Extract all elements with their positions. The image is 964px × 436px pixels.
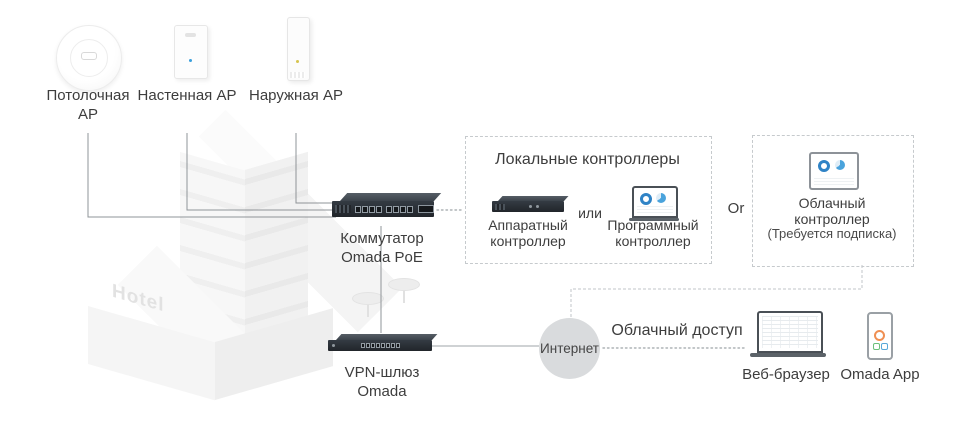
- cloud-controller-note: (Требуется подписка): [767, 226, 897, 241]
- or-label-ru: или: [578, 205, 602, 221]
- internet-label: Интернет: [540, 341, 599, 356]
- umbrella-icon: [388, 278, 420, 303]
- ceiling-ap-icon: [56, 25, 122, 91]
- line-wall-ap-to-switch: [186, 133, 336, 211]
- line-outdoor-ap-to-switch: [295, 133, 336, 204]
- hardware-controller-icon: [492, 196, 569, 212]
- ceiling-ap-label: Потолочная АР: [46, 87, 130, 123]
- outdoor-ap-icon: [287, 17, 310, 81]
- cloud-controller-label: Облачный контроллер: [794, 195, 870, 227]
- line-ceiling-ap-to-switch: [87, 133, 336, 218]
- web-browser-label: Веб-браузер: [742, 366, 830, 383]
- cloud-controller-icon: [809, 152, 859, 190]
- switch-label: Коммутатор Omada PoE: [340, 230, 424, 266]
- umbrella-icon: [352, 292, 384, 317]
- vpn-gateway-icon: [328, 334, 438, 351]
- internet-node: Интернет: [539, 318, 600, 379]
- local-controllers-title: Локальные контроллеры: [495, 151, 680, 168]
- or-label-en: Or: [727, 200, 745, 217]
- omada-app-label: Omada App: [840, 366, 920, 383]
- cloud-controller-box: [752, 135, 914, 267]
- cloud-access-label: Облачный доступ: [611, 322, 743, 339]
- omada-app-icon: [867, 312, 893, 360]
- local-controllers-box: [465, 136, 712, 264]
- web-browser-icon: [750, 311, 826, 357]
- wall-ap-icon: [174, 25, 208, 79]
- hardware-controller-label: Аппаратный контроллер: [488, 217, 568, 249]
- outdoor-ap-label: Наружная АР: [249, 87, 343, 104]
- dashed-line-cloud-to-internet: [570, 265, 863, 317]
- vpn-gateway-label: VPN-шлюз Omada: [344, 364, 420, 400]
- poe-switch-icon: [332, 193, 442, 217]
- software-controller-label: Программный контроллер: [607, 217, 699, 249]
- software-controller-icon: [629, 186, 679, 221]
- wall-ap-label: Настенная АР: [137, 87, 237, 104]
